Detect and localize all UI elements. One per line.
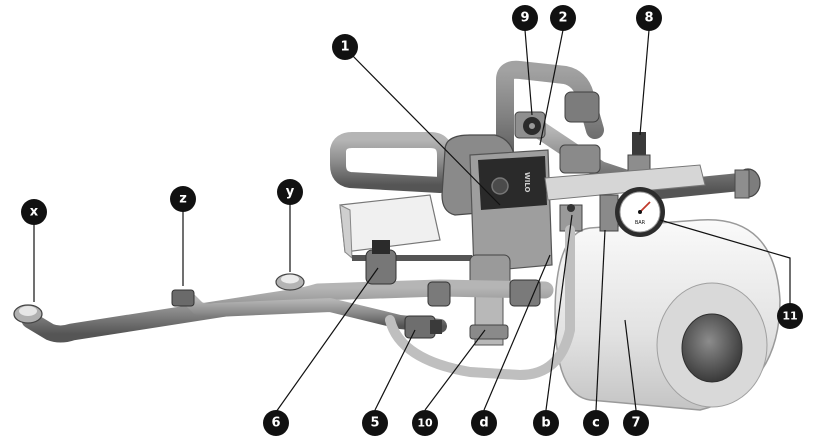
leader-lines <box>33 29 791 413</box>
svg-text:b: b <box>541 416 550 431</box>
svg-text:8: 8 <box>644 11 653 26</box>
callout-y: y <box>277 179 303 205</box>
svg-text:6: 6 <box>271 416 280 431</box>
svg-text:z: z <box>179 192 187 207</box>
callout-5: 5 <box>362 410 388 436</box>
callout-2: 2 <box>550 5 576 31</box>
svg-text:1: 1 <box>340 40 349 55</box>
svg-text:9: 9 <box>520 11 529 26</box>
upper-valve-body <box>559 91 601 174</box>
collector-column <box>469 254 511 346</box>
svg-text:7: 7 <box>631 416 640 431</box>
callout-10: 10 <box>412 410 438 436</box>
expansion-tank <box>554 219 781 411</box>
mixing-valve-6 <box>365 240 397 285</box>
pressure-gauge: BAR <box>615 187 665 237</box>
control-box <box>339 194 472 261</box>
shutoff-valve-9 <box>514 111 546 139</box>
pipe-fittings <box>13 273 541 324</box>
gauge-unit-label: BAR <box>635 220 646 226</box>
callout-x: x <box>21 199 47 225</box>
lower-pipework <box>21 225 575 380</box>
svg-text:d: d <box>479 416 488 431</box>
upper-right-outlet <box>734 168 761 199</box>
bleed-valve-8 <box>627 132 651 172</box>
callout-d: d <box>471 410 497 436</box>
callout-1: 1 <box>332 34 358 60</box>
callouts: x z y 1 9 2 8 11 6 5 10 d b c 7 <box>21 5 803 436</box>
callout-6: 6 <box>263 410 289 436</box>
callout-c: c <box>583 410 609 436</box>
callout-9: 9 <box>512 5 538 31</box>
pump-brand-label: WILO <box>523 172 531 193</box>
callout-z: z <box>170 186 196 212</box>
callout-7: 7 <box>623 410 649 436</box>
svg-text:2: 2 <box>558 11 567 26</box>
circulation-pump: WILO <box>441 134 553 273</box>
svg-text:x: x <box>30 205 39 220</box>
svg-text:10: 10 <box>417 417 433 430</box>
svg-text:y: y <box>286 185 295 200</box>
svg-text:11: 11 <box>782 310 797 323</box>
svg-text:c: c <box>592 416 600 431</box>
distributor-manifold <box>544 164 706 232</box>
svg-text:5: 5 <box>370 416 379 431</box>
callout-b: b <box>533 410 559 436</box>
callout-11: 11 <box>777 303 803 329</box>
drain-valve-5 <box>404 315 442 339</box>
callout-8: 8 <box>636 5 662 31</box>
